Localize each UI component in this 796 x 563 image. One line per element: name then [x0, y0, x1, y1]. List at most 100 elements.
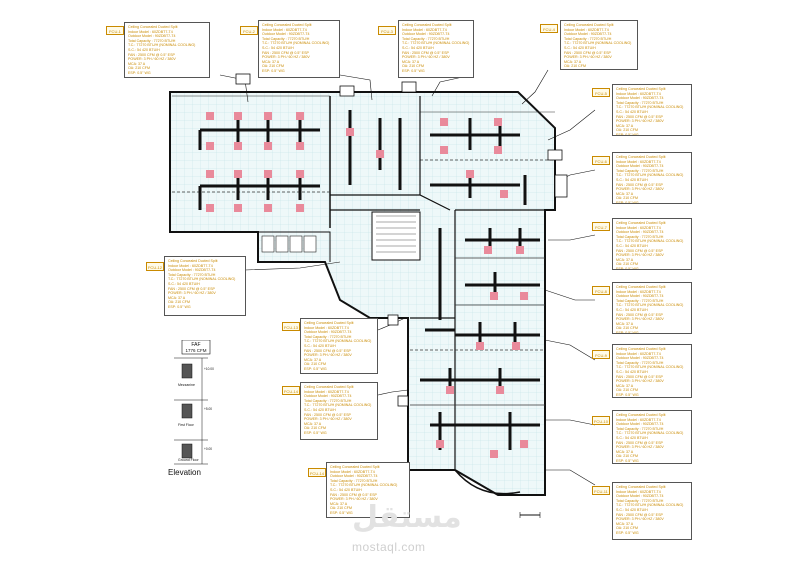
callout-line: POWER: 3 PH / 60 HZ / 380V: [564, 55, 612, 60]
callout-line: Indoor Model : 60ZDBT7-T4: [616, 159, 661, 164]
callout-line: Total Capacity : 77270 BTU/H: [330, 478, 378, 483]
callout-line: Indoor Model : 60ZDBT7-T4: [616, 417, 661, 422]
callout-line: Outdoor Model : 90ZDBT7-T4: [616, 230, 664, 235]
unit-tag: FCU-6: [592, 156, 610, 165]
callout-line: FAN : 2500 CFM @ 0.5" ESP: [262, 50, 309, 55]
legend-level-2: First Floor: [178, 423, 195, 427]
callout-line: FAN : 2500 CFM @ 0.5" ESP: [304, 348, 351, 353]
callout-line: T.C.: 77270 BTU/H (NOMINAL COOLING): [304, 339, 372, 344]
callout-line: FAN : 2500 CFM @ 0.5" ESP: [168, 286, 215, 291]
callout-line: POWER: 3 PH / 60 HZ / 380V: [616, 379, 664, 384]
callout-line: Ceiling Concealed Ducted Split: [564, 23, 614, 27]
callout-line: Indoor Model : 60ZDBT7-T4: [262, 27, 307, 32]
legend-subtitle: 1776 CFM: [185, 348, 206, 353]
callout-line: T.C.: 77270 BTU/H (NOMINAL COOLING): [616, 303, 684, 308]
callout-line: POWER: 3 PH / 60 HZ / 380V: [616, 187, 664, 192]
callout-line: Indoor Model : 60ZDBT7-T4: [616, 489, 661, 494]
callout-line: ESP: 0.5" WG: [564, 69, 634, 70]
scale-bar: [519, 512, 541, 518]
callout-line: Total Capacity : 77270 BTU/H: [616, 234, 664, 239]
callout-line: Total Capacity : 77270 BTU/H: [564, 36, 612, 41]
callout-line: Total Capacity : 77270 BTU/H: [402, 36, 450, 41]
callout-line: POWER: 3 PH / 60 HZ / 380V: [128, 57, 176, 62]
callout-line: POWER: 3 PH / 60 HZ / 380V: [304, 353, 352, 358]
callout-line: Outdoor Model : 90ZDBT7-T4: [616, 356, 664, 361]
unit-tag: FCU-12: [146, 262, 164, 271]
unit-tag: FCU-5: [592, 88, 610, 97]
watermark: مستقل mostaql.com: [344, 500, 461, 558]
watermark-latin: mostaql.com: [352, 540, 426, 554]
callout-line: Ceiling Concealed Ducted Split: [168, 259, 218, 263]
callout-line: Outdoor Model : 90ZDBT7-T4: [262, 32, 310, 37]
callout-line: T.C.: 77270 BTU/H (NOMINAL COOLING): [616, 503, 684, 508]
callout-line: Ceiling Concealed Ducted Split: [616, 485, 666, 489]
unit-tag: FCU-3: [378, 26, 396, 35]
callout-line: POWER: 3 PH / 60 HZ / 380V: [616, 253, 664, 258]
callout-line: Outdoor Model : 90ZDBT7-T4: [616, 294, 664, 299]
callout-line: Total Capacity : 77270 BTU/H: [168, 272, 216, 277]
callout-line: OA: 210 CFM: [616, 326, 638, 331]
unit-tag: FCU-4: [540, 24, 558, 33]
callout-line: S.C.: 54 420 BTU/H: [564, 45, 596, 50]
callout-line: FAN : 2500 CFM @ 0.5" ESP: [616, 248, 663, 253]
legend-height-3: +0.00: [204, 447, 212, 451]
unit-tag: FCU-13: [282, 322, 300, 331]
callout-line: Ceiling Concealed Ducted Split: [616, 155, 666, 159]
legend-level-3: Ground Floor: [178, 458, 199, 462]
callout-line: POWER: 3 PH / 60 HZ / 380V: [616, 517, 664, 522]
callout-line: FAN : 2500 CFM @ 0.5" ESP: [564, 50, 611, 55]
equipment-symbols: [235, 73, 568, 407]
callout-line: MCA: 37 A: [402, 59, 420, 64]
callout-line: Ceiling Concealed Ducted Split: [616, 221, 666, 225]
callout-line: FAN : 2500 CFM @ 0.5" ESP: [616, 114, 663, 119]
callout-line: MCA: 37 A: [304, 357, 322, 362]
callout-line: ESP: 0.5" WG: [402, 68, 425, 73]
callout-line: MCA: 37 A: [616, 191, 634, 196]
callout-line: POWER: 3 PH / 60 HZ / 380V: [616, 317, 664, 322]
callout-line: FAN : 2500 CFM @ 0.5" ESP: [616, 374, 663, 379]
callout-line: Indoor Model : 60ZDBT7-T4: [402, 27, 447, 32]
callout-line: ESP: 0.5" WG: [616, 330, 639, 334]
callout-line: POWER: 3 PH / 60 HZ / 380V: [616, 445, 664, 450]
callout-line: OA: 210 CFM: [304, 426, 326, 431]
unit-tag: FCU-14: [308, 468, 326, 477]
callout-line: ESP: 0.5" WG: [616, 392, 639, 397]
callout-line: T.C.: 77270 BTU/H (NOMINAL COOLING): [616, 365, 684, 370]
callout-line: FAN : 2500 CFM @ 0.5" ESP: [616, 182, 663, 187]
callout-line: S.C.: 54 420 BTU/H: [616, 507, 648, 512]
callout-line: Indoor Model : 60ZDBT7-T4: [616, 289, 661, 294]
legend-level-1: Mezzanine: [178, 383, 195, 387]
callout-line: MCA: 37 A: [616, 321, 634, 326]
legend-title: FAF: [191, 342, 200, 348]
supply-diffusers: [206, 112, 528, 458]
unit-tag: FCU-10: [592, 416, 610, 425]
callout-line: Outdoor Model : 90ZDBT7-T4: [616, 494, 664, 499]
callout-line: T.C.: 77270 BTU/H (NOMINAL COOLING): [304, 403, 372, 408]
callout-line: ESP: 0.5" WG: [616, 132, 639, 136]
callout-line: OA: 210 CFM: [330, 506, 352, 511]
callout-line: Outdoor Model : 90ZDBT7-T4: [330, 474, 378, 479]
callout-line: T.C.: 77270 BTU/H (NOMINAL COOLING): [128, 43, 196, 48]
callout-line: MCA: 37 A: [616, 383, 634, 388]
callout-line: MCA: 37 A: [564, 59, 582, 64]
callout-line: Ceiling Concealed Ducted Split: [616, 413, 666, 417]
callout-line: ESP: 0.5" WG: [616, 200, 639, 204]
callout-line: Total Capacity : 77270 BTU/H: [616, 168, 664, 173]
callout-line: Ceiling Concealed Ducted Split: [402, 23, 452, 27]
callout-line: Outdoor Model : 90ZDBT7-T4: [616, 96, 664, 101]
riser-diagram: FAF 1776 CFM Mezzanine First Floor Groun…: [174, 339, 214, 465]
callout-line: T.C.: 77270 BTU/H (NOMINAL COOLING): [330, 483, 398, 488]
callout-line: S.C.: 54 420 BTU/H: [262, 45, 294, 50]
callout-line: POWER: 3 PH / 60 HZ / 380V: [402, 55, 450, 60]
callout-line: MCA: 37 A: [330, 501, 348, 506]
